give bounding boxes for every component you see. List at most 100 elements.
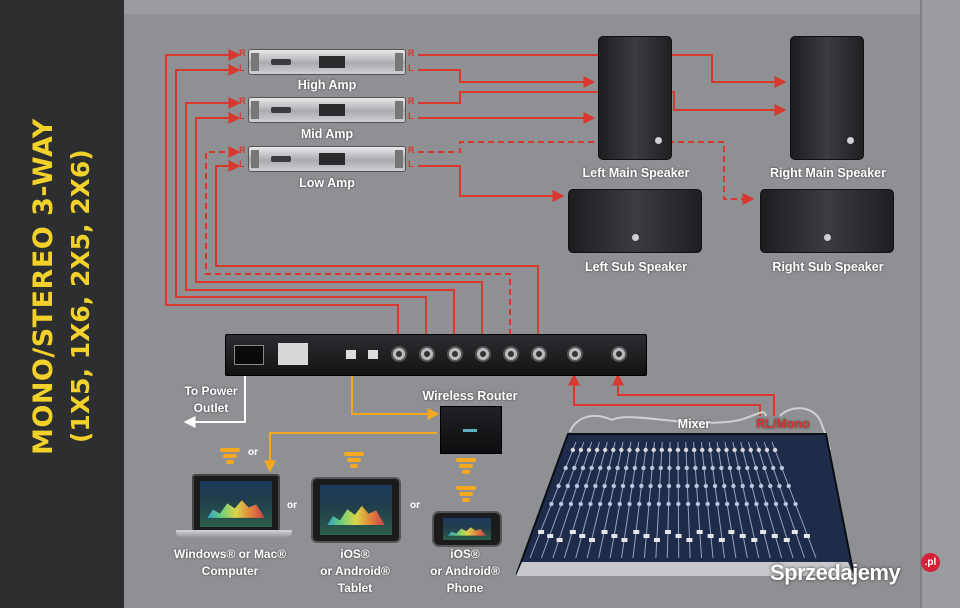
top-band	[124, 0, 920, 14]
mixer-knob	[558, 501, 564, 507]
label-plate	[278, 343, 308, 365]
mixer-channel-strip	[540, 441, 585, 559]
right-main-speaker	[790, 36, 864, 160]
mixer-knob	[771, 465, 776, 471]
mixer-knob	[598, 465, 603, 471]
mixer-knob	[565, 483, 570, 489]
power-inlet	[234, 345, 264, 365]
power-outlet-line1: To Power	[184, 384, 238, 398]
mixer-fader-cap	[783, 538, 790, 542]
mixer-fader-cap	[601, 530, 608, 534]
network-port	[346, 350, 356, 359]
mixer-channel-strip	[632, 441, 648, 559]
mixer-channel-strip	[677, 441, 680, 559]
mixer-fader-cap	[751, 538, 758, 542]
output-jack-6	[531, 346, 547, 362]
mixer-fader-cap	[621, 538, 628, 542]
laptop-base	[176, 530, 292, 538]
mixer-knob	[563, 465, 568, 471]
mid-in-l: L	[239, 111, 245, 121]
net-proc-router	[351, 366, 440, 420]
wire-mid-out-r	[418, 91, 787, 116]
mixer-knob	[667, 447, 673, 453]
mixer-fader-cap	[739, 534, 746, 538]
high-in-l: L	[239, 63, 245, 73]
mixer-knob	[724, 501, 730, 507]
mixer-knob	[593, 483, 598, 489]
mixer-knob	[744, 501, 749, 507]
mixer-knob	[764, 501, 769, 507]
power-cable	[183, 366, 246, 428]
high-in-r: R	[239, 48, 246, 58]
computer-label: Windows® or Mac® Computer	[160, 546, 300, 580]
mixer-fader-cap	[569, 530, 576, 534]
high-amp	[248, 49, 406, 75]
mixer-knob	[656, 501, 662, 507]
mixer-knob	[732, 447, 737, 453]
mixer-fader-cap	[686, 538, 693, 542]
right-sub-speaker	[760, 189, 894, 253]
watermark-dot-badge: .pl	[921, 553, 940, 572]
phone-label-line1: iOS®	[450, 547, 480, 561]
mixer-knob	[740, 447, 745, 453]
mid-amp-label: Mid Amp	[300, 127, 354, 141]
low-out-l: L	[408, 159, 414, 169]
mixer-knob	[712, 483, 718, 489]
mixer-channel-strip	[763, 441, 806, 559]
mixer-knob	[602, 447, 608, 453]
mixer-fader-cap	[771, 534, 778, 538]
wire-high-out-r	[418, 54, 787, 88]
tablet-device	[311, 477, 401, 543]
mixer-knob	[773, 501, 779, 507]
mixer-fader-cap	[633, 530, 640, 534]
or-label: or	[410, 500, 420, 511]
mid-out-l: L	[408, 111, 414, 121]
mixer-knob	[649, 465, 655, 471]
mixer-knob	[710, 465, 715, 471]
mixer-channel-strip	[771, 441, 817, 559]
mixer-knob	[619, 447, 624, 453]
mixer-knob	[753, 465, 759, 471]
mixer-knob	[639, 483, 644, 489]
mixer-knob	[580, 465, 586, 471]
mixer-channel-strip	[609, 441, 632, 559]
mixer-knob	[589, 465, 594, 471]
high-out-l: L	[408, 63, 414, 73]
left-sub-speaker	[568, 189, 702, 253]
mixer-channel-strip	[747, 441, 783, 559]
mixer-knob	[762, 465, 767, 471]
or-label: or	[248, 447, 258, 458]
low-amp-label: Low Amp	[299, 176, 355, 190]
mixer-knob	[693, 465, 698, 471]
mixer-channel-strip	[563, 441, 600, 559]
mixer-knob	[731, 483, 736, 489]
mixer-knob	[667, 465, 672, 471]
wire-mixer-l	[612, 373, 775, 416]
mid-in-r: R	[239, 96, 246, 106]
mixer-knob	[685, 483, 690, 489]
mixer-channel-strip	[740, 441, 771, 559]
mixer-knob	[754, 501, 759, 507]
mid-out-r: R	[408, 96, 415, 106]
wire-high-l	[175, 64, 427, 345]
power-outlet-line2: Outlet	[193, 401, 229, 415]
mixer-knob	[615, 465, 620, 471]
wire-mid-r	[185, 97, 455, 345]
mixer-knob	[583, 483, 589, 489]
net-router-laptop	[264, 432, 437, 473]
mixer-knob	[675, 465, 681, 471]
mixer-knob	[745, 465, 750, 471]
mixer-knob	[602, 483, 607, 489]
mixer-knob	[703, 483, 709, 489]
computer-label-line2: Computer	[201, 564, 259, 578]
output-jack-4	[475, 346, 491, 362]
wireless-router	[440, 406, 502, 454]
power-outlet-label: To Power Outlet	[170, 383, 252, 417]
mixer-knob	[666, 501, 671, 507]
output-jack-5	[503, 346, 519, 362]
low-in-l: L	[239, 159, 245, 169]
mid-amp	[248, 97, 406, 123]
mixer-fader-cap	[760, 530, 767, 534]
input-jack-r	[567, 346, 583, 362]
